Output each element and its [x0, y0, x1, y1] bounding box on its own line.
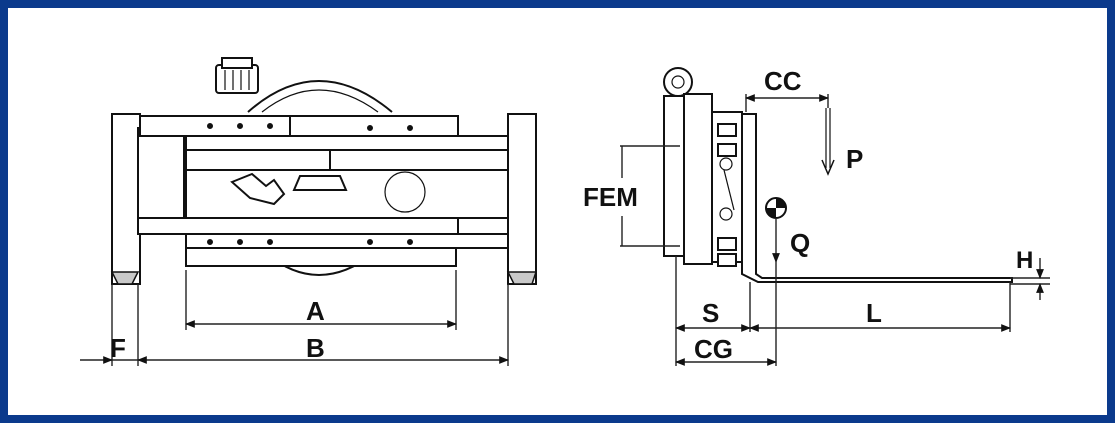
load-label-p: P — [846, 144, 863, 174]
dim-label-s: S — [702, 298, 719, 328]
front-dimensions: A B F — [80, 270, 509, 366]
side-dimensions: FEM CC P Q H S L CG — [583, 66, 1050, 366]
dim-label-l: L — [866, 298, 882, 328]
center-of-gravity-icon — [765, 197, 787, 219]
dim-label-b: B — [306, 333, 325, 363]
dim-label-f: F — [110, 333, 126, 363]
dim-label-cc: CC — [764, 66, 802, 96]
load-label-q: Q — [790, 228, 810, 258]
front-view — [110, 57, 538, 285]
dim-label-h: H — [1016, 247, 1033, 274]
dim-label-a: A — [306, 296, 325, 326]
dim-label-cg: CG — [694, 334, 733, 364]
load-arrow-p — [821, 108, 835, 176]
side-view — [663, 67, 1013, 283]
dim-label-fem: FEM — [583, 182, 638, 212]
